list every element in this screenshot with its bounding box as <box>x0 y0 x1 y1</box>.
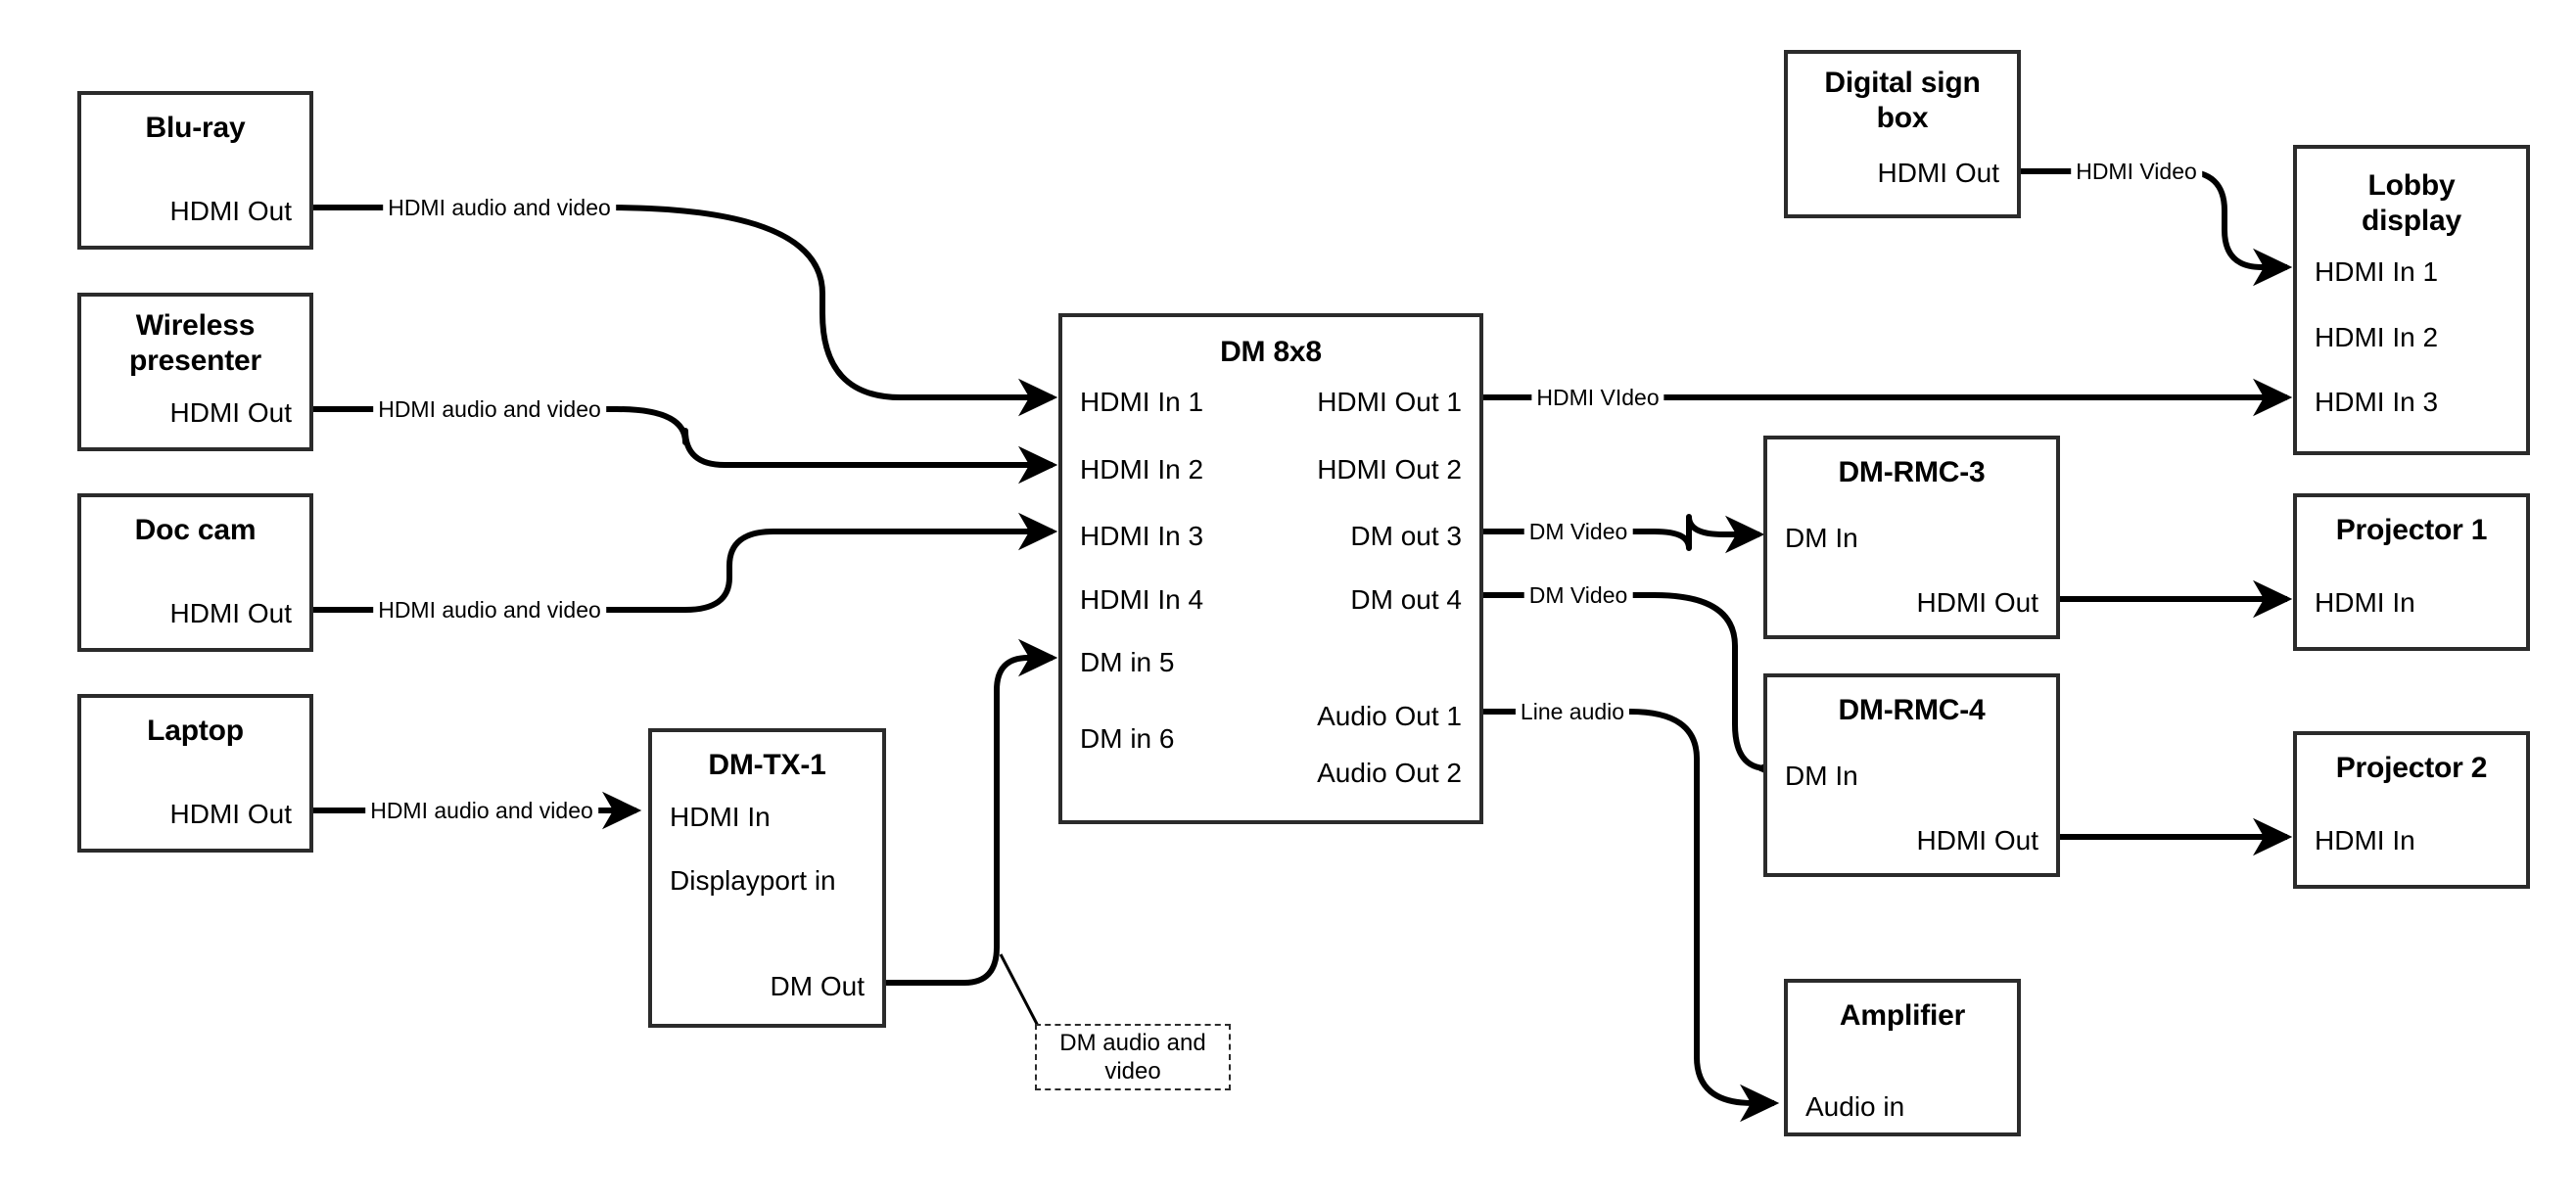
callout-leader-line <box>999 953 1040 1027</box>
callout-dm-audio-and-video: DM audio and video <box>1035 1024 1231 1090</box>
node-digital-sign-box-title-line2: box <box>1876 102 1929 134</box>
node-amplifier[interactable]: Amplifier Audio in <box>1784 979 2021 1136</box>
node-digital-sign-box[interactable]: Digital sign box HDMI Out <box>1784 50 2021 218</box>
node-dm-rmc-4[interactable]: DM-RMC-4 DM In HDMI Out <box>1763 673 2060 877</box>
port-lobby-hdmi-in-3[interactable]: HDMI In 3 <box>2315 387 2439 417</box>
port-bluray-hdmi-out[interactable]: HDMI Out <box>169 196 292 226</box>
port-rmc3-dm-in[interactable]: DM In <box>1785 523 1858 553</box>
wire-label-dmout3-to-rmc3: DM Video <box>1523 519 1633 544</box>
port-lobby-hdmi-in-2[interactable]: HDMI In 2 <box>2315 322 2439 352</box>
wire-label-wireless-to-dm8x8: HDMI audio and video <box>373 396 606 422</box>
wire-label-digitalsign-to-lobby: HDMI Video <box>2071 159 2202 184</box>
node-lobby-display-title-line2: display <box>2362 205 2461 237</box>
wire-dmtx1-to-dm-in-5 <box>886 638 1058 986</box>
node-dm-rmc-3-title: DM-RMC-3 <box>1838 456 1986 488</box>
port-amplifier-audio-in[interactable]: Audio in <box>1805 1091 1905 1122</box>
port-dmtx1-displayport-in[interactable]: Displayport in <box>670 865 836 896</box>
port-wireless-hdmi-out[interactable]: HDMI Out <box>169 397 292 428</box>
node-wireless-presenter-title-line2: presenter <box>129 345 261 377</box>
port-projector2-hdmi-in[interactable]: HDMI In <box>2315 825 2415 855</box>
port-projector1-hdmi-in[interactable]: HDMI In <box>2315 587 2415 618</box>
node-lobby-display[interactable]: Lobby display HDMI In 1 HDMI In 2 HDMI I… <box>2293 145 2530 455</box>
node-projector-2[interactable]: Projector 2 HDMI In <box>2293 731 2530 889</box>
node-wireless-presenter-title-line1: Wireless <box>135 309 256 342</box>
port-digitalsign-hdmi-out[interactable]: HDMI Out <box>1877 158 1999 188</box>
node-projector-2-title: Projector 2 <box>2335 752 2488 784</box>
node-dm-rmc-4-title: DM-RMC-4 <box>1838 694 1986 726</box>
callout-dm-audio-and-video-text: DM audio and video <box>1059 1030 1206 1085</box>
port-laptop-hdmi-out[interactable]: HDMI Out <box>169 799 292 829</box>
port-rmc4-dm-in[interactable]: DM In <box>1785 761 1858 791</box>
node-laptop[interactable]: Laptop HDMI Out <box>77 694 313 853</box>
node-dm-tx-1-title: DM-TX-1 <box>708 749 826 781</box>
port-dm8x8-hdmi-out-1[interactable]: HDMI Out 1 <box>1317 387 1462 417</box>
port-dm8x8-hdmi-in-3[interactable]: HDMI In 3 <box>1080 521 1204 551</box>
port-dm8x8-hdmi-out-2[interactable]: HDMI Out 2 <box>1317 454 1462 485</box>
node-dm-8x8[interactable]: DM 8x8 HDMI In 1 HDMI In 2 HDMI In 3 HDM… <box>1058 313 1483 824</box>
port-dm8x8-dm-in-5[interactable]: DM in 5 <box>1080 647 1175 677</box>
port-dm8x8-hdmi-in-4[interactable]: HDMI In 4 <box>1080 584 1204 615</box>
port-dmtx1-dm-out[interactable]: DM Out <box>770 971 865 1001</box>
wire-dmout4-to-rmc4 <box>1489 592 1794 788</box>
node-projector-1-title: Projector 1 <box>2335 514 2488 546</box>
node-laptop-title: Laptop <box>147 715 244 747</box>
wire-bluray-to-hdmi-in-1 <box>313 205 1058 417</box>
port-rmc4-hdmi-out[interactable]: HDMI Out <box>1916 825 2038 855</box>
port-dm8x8-dm-out-3[interactable]: DM out 3 <box>1350 521 1462 551</box>
wire-digitalsign-to-lobby-in-1 <box>2021 168 2293 287</box>
port-lobby-hdmi-in-1[interactable]: HDMI In 1 <box>2315 256 2439 287</box>
wire-label-bluray-to-dm8x8: HDMI audio and video <box>383 195 616 220</box>
node-dm-8x8-title: DM 8x8 <box>1220 336 1322 368</box>
wire-audioout1-to-amplifier <box>1489 709 1780 1123</box>
node-doc-cam-title: Doc cam <box>134 514 257 546</box>
port-dm8x8-hdmi-in-2[interactable]: HDMI In 2 <box>1080 454 1204 485</box>
node-wireless-presenter[interactable]: Wireless presenter HDMI Out <box>77 293 313 451</box>
port-dm8x8-dm-out-4[interactable]: DM out 4 <box>1350 584 1462 615</box>
wire-label-hdmiout1-to-lobby: HDMI VIdeo <box>1531 385 1664 410</box>
node-amplifier-title: Amplifier <box>1839 999 1966 1032</box>
node-lobby-display-title-line1: Lobby <box>2367 169 2456 202</box>
node-digital-sign-box-title-line1: Digital sign <box>1824 67 1981 99</box>
port-dm8x8-hdmi-in-1[interactable]: HDMI In 1 <box>1080 387 1204 417</box>
wire-label-laptop-to-dmtx1: HDMI audio and video <box>365 798 598 823</box>
port-dm8x8-audio-out-1[interactable]: Audio Out 1 <box>1317 701 1462 731</box>
node-bluray-title: Blu-ray <box>145 112 246 144</box>
port-dmtx1-hdmi-in[interactable]: HDMI In <box>670 802 771 832</box>
node-dm-tx-1[interactable]: DM-TX-1 HDMI In Displayport in DM Out <box>648 728 886 1028</box>
node-doc-cam[interactable]: Doc cam HDMI Out <box>77 493 313 652</box>
wire-label-audioout1-to-amplifier: Line audio <box>1515 699 1630 724</box>
node-projector-1[interactable]: Projector 1 HDMI In <box>2293 493 2530 651</box>
node-dm-rmc-3[interactable]: DM-RMC-3 DM In HDMI Out <box>1763 436 2060 639</box>
node-bluray[interactable]: Blu-ray HDMI Out <box>77 91 313 250</box>
wire-label-doccam-to-dm8x8: HDMI audio and video <box>373 597 606 623</box>
port-doccam-hdmi-out[interactable]: HDMI Out <box>169 598 292 628</box>
port-dm8x8-audio-out-2[interactable]: Audio Out 2 <box>1317 758 1462 788</box>
port-dm8x8-dm-in-6[interactable]: DM in 6 <box>1080 723 1175 754</box>
wire-label-dmout4-to-rmc4: DM Video <box>1523 582 1633 608</box>
port-rmc3-hdmi-out[interactable]: HDMI Out <box>1916 587 2038 618</box>
